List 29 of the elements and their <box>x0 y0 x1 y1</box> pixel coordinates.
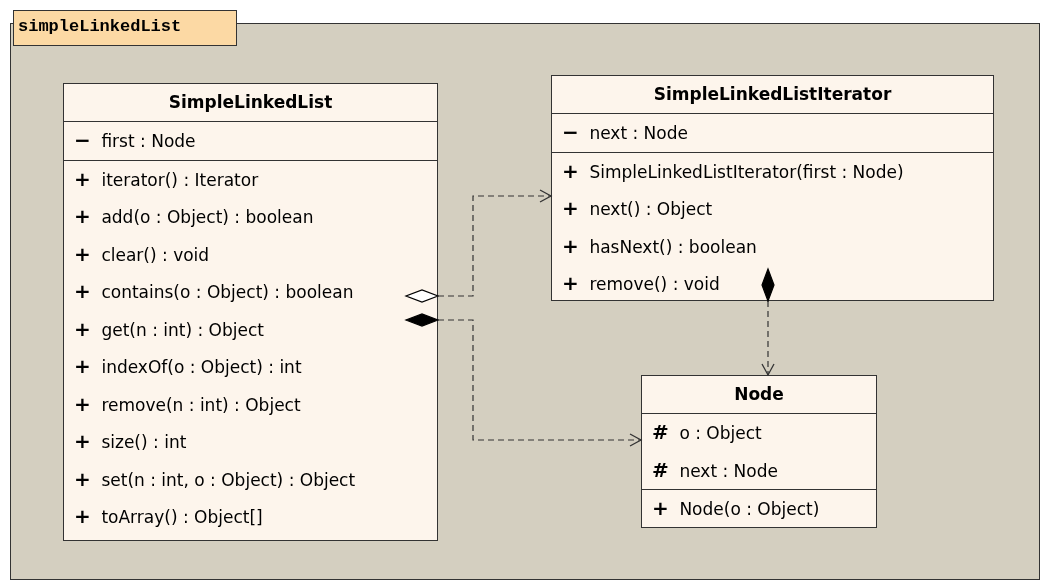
attribute: − first : Node <box>73 127 197 154</box>
operation: + size() : int <box>73 428 188 455</box>
attribute: # o : Object <box>651 419 763 446</box>
operation: + add(o : Object) : boolean <box>73 203 315 230</box>
operation: + remove() : void <box>561 270 721 297</box>
operation: + clear() : void <box>73 240 211 268</box>
attribute: # next : Node <box>651 456 779 484</box>
class-box <box>641 375 877 528</box>
class-box <box>551 75 994 301</box>
operation: + indexOf(o : Object) : int <box>73 353 303 380</box>
operation: + set(n : int, o : Object) : Object <box>73 465 357 493</box>
operation: + toArray() : Object[] <box>73 503 264 530</box>
association-arrow <box>761 268 775 376</box>
class-name: SimpleLinkedList <box>64 84 437 122</box>
class-name: SimpleLinkedListIterator <box>552 76 993 114</box>
class-box <box>63 83 438 541</box>
operation: + SimpleLinkedListIterator(first : Node) <box>561 157 905 185</box>
operation: + iterator() : Iterator <box>73 165 260 193</box>
operation: + Node(o : Object) <box>651 495 821 522</box>
package-name: simpleLinkedList <box>13 10 237 46</box>
attribute: − next : Node <box>561 119 689 146</box>
operation: + hasNext() : boolean <box>561 232 758 260</box>
association-arrow <box>405 313 642 447</box>
operation: + get(n : int) : Object <box>73 315 265 343</box>
operation: + remove(n : int) : Object <box>73 390 302 418</box>
operation: + next() : Object <box>561 195 714 222</box>
operation: + contains(o : Object) : boolean <box>73 278 355 305</box>
class-name: Node <box>642 376 876 414</box>
association-arrow <box>405 189 552 303</box>
